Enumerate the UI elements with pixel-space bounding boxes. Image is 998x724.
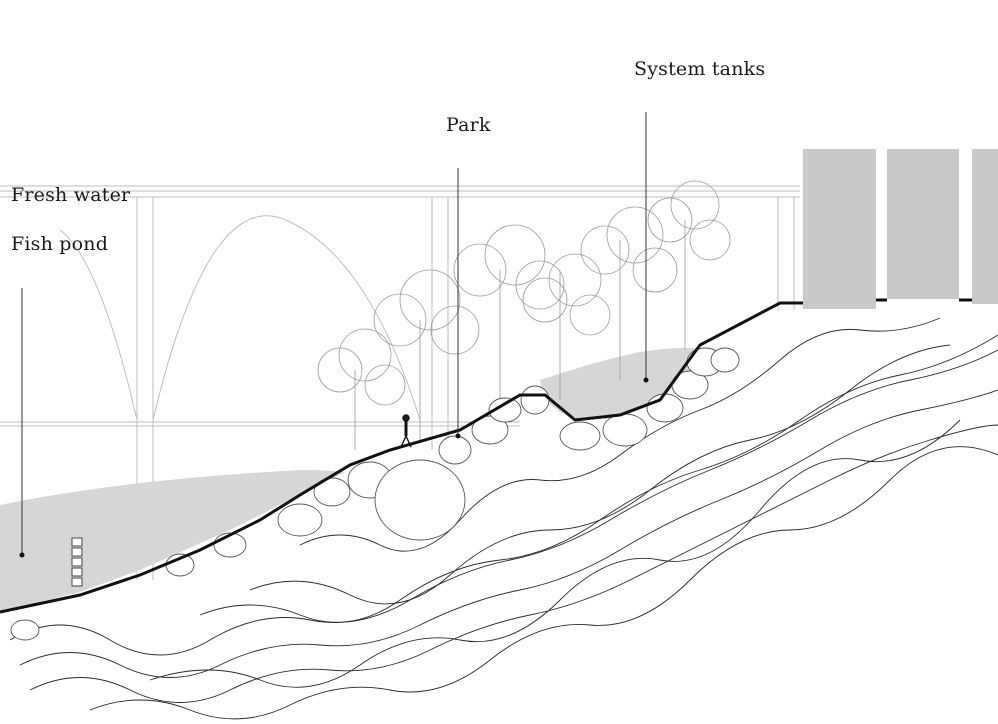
trees	[317, 180, 731, 450]
fish-ladder-icon	[71, 537, 83, 587]
system-tanks	[803, 149, 998, 309]
fish-pond-water	[0, 470, 345, 612]
label-fish-pond: Fish pond	[11, 233, 109, 255]
label-fresh-water: Fresh water	[11, 184, 131, 206]
viaduct	[0, 185, 800, 580]
upper-pond-water	[540, 347, 700, 420]
terrain-contours	[9, 317, 998, 720]
person-walking-icon	[400, 414, 412, 448]
label-system-tanks: System tanks	[634, 58, 766, 80]
boulders	[10, 347, 740, 641]
leader-lines	[21, 112, 647, 555]
leader-dots	[19, 377, 649, 558]
ground-profile	[0, 298, 972, 614]
label-park: Park	[446, 114, 491, 136]
